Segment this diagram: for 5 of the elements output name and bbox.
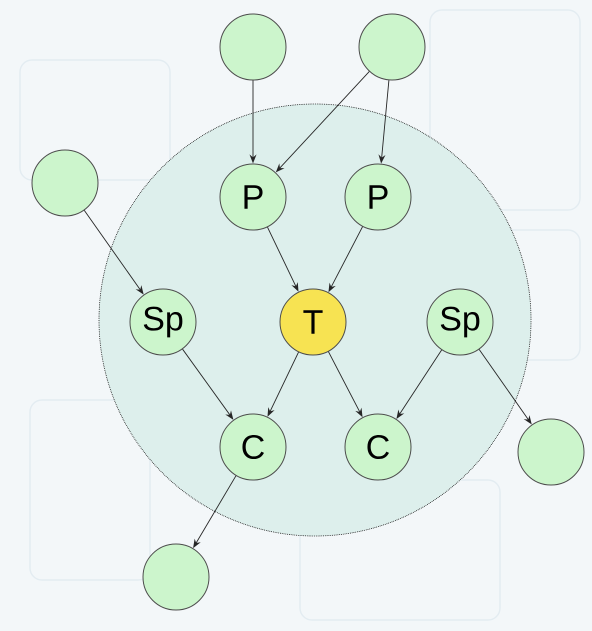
node-circle [220, 14, 286, 80]
node-circle [32, 150, 98, 216]
node-circle [142, 544, 210, 610]
node-circle [358, 14, 426, 80]
node-circle [518, 418, 584, 486]
